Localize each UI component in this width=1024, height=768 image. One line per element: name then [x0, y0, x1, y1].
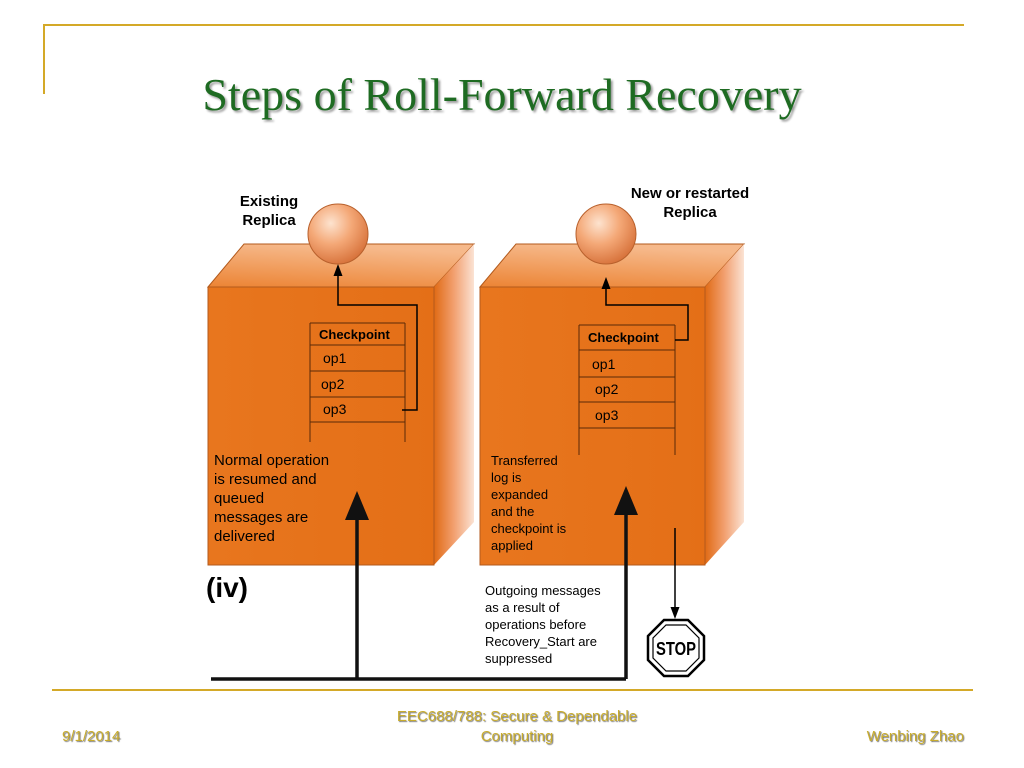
- stop-sign-text: STOP: [656, 639, 696, 659]
- footer-divider-line: [52, 689, 973, 691]
- right-desc-line: checkpoint is: [491, 521, 567, 536]
- left-desc-line: messages are: [214, 509, 309, 526]
- right-replica-label-line2: Replica: [663, 204, 717, 221]
- outgoing-messages-note: Outgoing messages as a result of operati…: [485, 582, 635, 667]
- left-arrowhead-small: [333, 264, 343, 276]
- left-log-table: [309, 322, 406, 442]
- right-replica-label: New or restarted Replica: [614, 184, 766, 222]
- stop-arrowhead: [670, 607, 680, 619]
- left-log-to-replica-arrow: [337, 275, 418, 411]
- right-replica-ball: [575, 203, 637, 265]
- left-accent-line: [43, 24, 45, 94]
- stage-label: (iv): [206, 572, 248, 603]
- top-accent-line: [43, 24, 964, 26]
- left-replica-description: Normal operation is resumed and queued m…: [214, 451, 364, 546]
- left-replica-box: [206, 243, 476, 566]
- left-replica-ball: [307, 203, 369, 265]
- right-desc-line: expanded: [491, 487, 549, 502]
- footer-course-line1: EEC688/788: Secure & Dependable: [396, 708, 638, 725]
- right-desc-line: Transferred: [491, 453, 558, 468]
- left-log-row-op2: op2: [321, 376, 345, 392]
- right-desc-line: and the: [491, 504, 535, 519]
- footer-author: Wenbing Zhao: [866, 728, 964, 745]
- outgoing-note-line: suppressed: [485, 651, 553, 666]
- right-log-row-op1: op1: [592, 356, 616, 372]
- outgoing-note-line: as a result of: [485, 600, 560, 615]
- right-replica-description: Transferred log is expanded and the chec…: [491, 452, 601, 554]
- left-desc-line: queued: [214, 490, 265, 507]
- left-big-arrowhead: [345, 491, 369, 520]
- right-log-row-op3: op3: [595, 407, 619, 423]
- footer-course: EEC688/788: Secure & Dependable Computin…: [352, 707, 682, 747]
- left-log-header: Checkpoint: [319, 327, 390, 342]
- left-log-row-op1: op1: [323, 350, 347, 366]
- right-big-arrowhead: [614, 486, 638, 515]
- left-box-side: [434, 244, 474, 565]
- left-desc-line: is resumed and: [214, 471, 317, 488]
- right-replica-label-line1: New or restarted: [630, 185, 750, 202]
- queued-message-flow: [211, 507, 628, 681]
- outgoing-note-line: Outgoing messages: [485, 583, 601, 598]
- right-log-row-op2: op2: [595, 381, 619, 397]
- left-desc-line: delivered: [214, 528, 275, 545]
- right-desc-line: applied: [491, 538, 533, 553]
- left-box-front: [207, 286, 435, 566]
- right-box-front: [479, 286, 706, 566]
- outgoing-note-line: operations before: [485, 617, 587, 632]
- outgoing-note-line: Recovery_Start are: [485, 634, 597, 649]
- left-replica-label-line2: Replica: [242, 212, 296, 229]
- right-box-side: [705, 244, 744, 565]
- right-log-to-replica-arrow: [605, 288, 689, 341]
- right-log-header: Checkpoint: [588, 330, 659, 345]
- right-desc-line: log is: [491, 470, 522, 485]
- footer-date: 9/1/2014: [62, 728, 121, 745]
- left-replica-label-line1: Existing: [239, 193, 299, 210]
- stop-sign: STOP: [646, 618, 706, 678]
- left-desc-line: Normal operation: [214, 452, 330, 469]
- right-replica-box: [478, 243, 746, 566]
- slide-title: Steps of Roll-Forward Recovery: [202, 69, 802, 120]
- footer-course-line2: Computing: [480, 728, 554, 745]
- left-log-row-op3: op3: [323, 401, 347, 417]
- left-replica-label: Existing Replica: [219, 192, 319, 230]
- right-log-table: [578, 324, 676, 455]
- right-arrowhead-small: [601, 277, 611, 289]
